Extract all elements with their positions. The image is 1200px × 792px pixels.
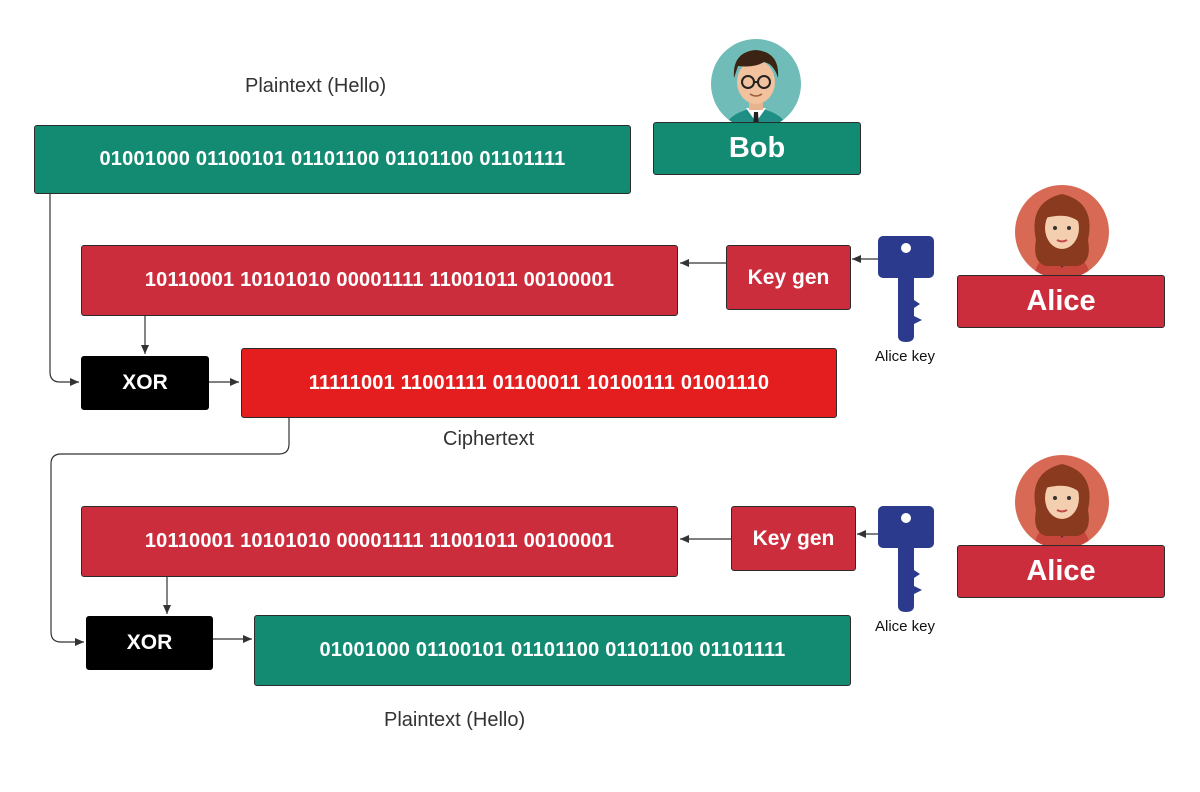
plaintext-block: 01001000 01100101 01101100 01101100 0110… [34, 125, 631, 194]
keygen-box: Key gen [726, 245, 851, 310]
xor-box-decrypt: XOR [86, 616, 213, 670]
bob-avatar [711, 39, 801, 128]
key-block-decrypt: 10110001 10101010 00001111 11001011 0010… [81, 506, 678, 577]
alice-avatar [1015, 455, 1109, 548]
xor-box-encrypt: XOR [81, 356, 209, 410]
ciphertext-caption: Ciphertext [443, 428, 535, 450]
keygen-box-decrypt: Key gen [731, 506, 856, 571]
alice-label-bottom: Alice [957, 545, 1165, 598]
alice-key-caption-bottom: Alice key [875, 618, 936, 635]
key-block: 10110001 10101010 00001111 11001011 0010… [81, 245, 678, 316]
plaintext-caption-top: Plaintext (Hello) [245, 75, 387, 97]
arrow-plaintext-to-xor [49, 194, 79, 386]
alice-key-caption-top: Alice key [875, 348, 936, 365]
arrow-ciphertext-to-xor2 [50, 418, 290, 646]
key-icon [878, 236, 934, 342]
bob-label: Bob [653, 122, 861, 175]
ciphertext-block: 11111001 11001111 01100011 10100111 0100… [241, 348, 837, 418]
plaintext-caption-bottom: Plaintext (Hello) [384, 709, 526, 731]
alice-label-top: Alice [957, 275, 1165, 328]
alice-avatar [1015, 185, 1109, 278]
plaintext-block-decrypt: 01001000 01100101 01101100 01101100 0110… [254, 615, 851, 686]
key-icon [878, 506, 934, 612]
